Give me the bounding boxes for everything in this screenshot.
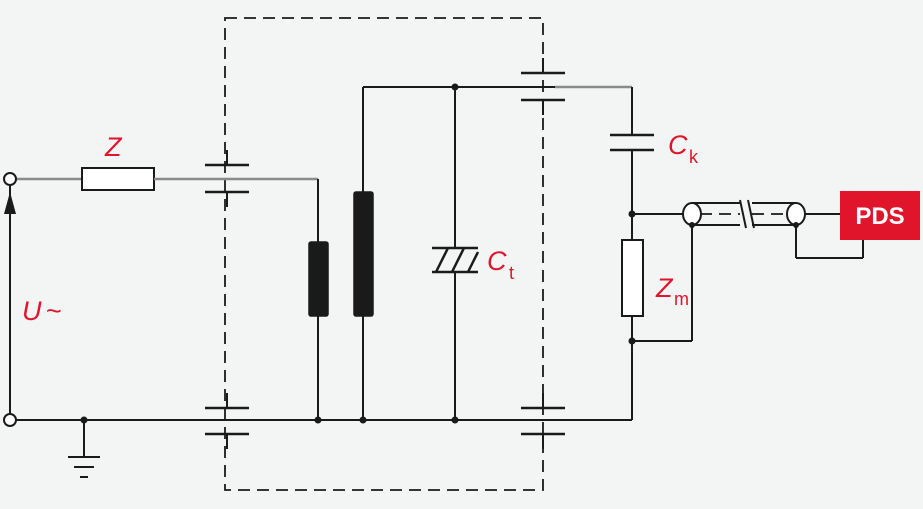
ct-hatch-1 (434, 247, 450, 273)
label-impedance-z: Z (104, 132, 123, 162)
junction-node (451, 416, 459, 424)
primary-winding (308, 241, 329, 317)
coax-end-right (786, 202, 806, 226)
pds-label: PDS (855, 203, 904, 230)
junction-node (314, 416, 322, 424)
junction-node (689, 222, 695, 228)
junction-node (359, 416, 367, 424)
secondary-winding (353, 191, 374, 317)
label-test-capacitance: C (487, 246, 507, 276)
pds-instrument (840, 191, 920, 240)
junction-node (628, 337, 636, 345)
label-measuring-impedance-sub: m (674, 289, 689, 309)
coax-break-mark-1 (739, 199, 747, 229)
label-test-capacitance-sub: t (509, 263, 514, 283)
source-terminal-bottom (3, 413, 17, 427)
coax-end-left (682, 202, 702, 226)
label-coupling-capacitor: C (668, 130, 688, 160)
label-measuring-impedance: Z (655, 273, 674, 303)
label-source-symbol: ~ (46, 296, 62, 326)
junction-node (793, 222, 799, 228)
coax-break-mark-2 (747, 199, 755, 229)
ct-hatch-3 (466, 251, 480, 273)
impedance-z (81, 167, 155, 191)
junction-node (80, 416, 88, 424)
label-coupling-capacitor-sub: k (689, 147, 699, 167)
source-terminal-top (3, 172, 17, 186)
label-source-u: U (22, 296, 42, 326)
junction-node (451, 83, 459, 91)
ct-hatch-2 (450, 247, 466, 273)
source-arrow-head (4, 192, 16, 214)
junction-node (628, 210, 636, 218)
test-object-enclosure (224, 17, 544, 491)
measuring-impedance-zm (621, 239, 644, 317)
